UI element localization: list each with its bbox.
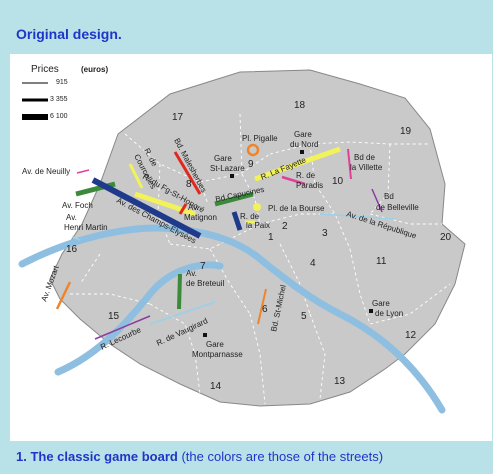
label-r-de-la-paix: R. de [240, 212, 260, 221]
arrondissement-label: 3 [322, 228, 328, 239]
arrondissement-label: 1 [268, 232, 274, 243]
label-gare-st-lazare: St-Lazare [210, 164, 245, 173]
label-gare-nord: Gare [294, 130, 312, 139]
label-av-foch: Av. Foch [62, 201, 93, 210]
arrondissement-label: 8 [186, 179, 192, 190]
legend-value-915: 915 [56, 79, 68, 86]
map-panel: 1 2 3 4 5 6 7 8 9 10 11 12 13 14 15 16 1… [10, 54, 492, 441]
label-gare-st-lazare: Gare [214, 154, 232, 163]
label-av-henri-martin: Av. [66, 213, 77, 222]
arrondissement-label: 18 [294, 100, 306, 111]
street-av-neuilly[interactable] [76, 169, 90, 174]
arrondissement-label: 2 [282, 221, 288, 232]
arrondissement-label: 17 [172, 112, 184, 123]
street-av-breteuil[interactable] [177, 273, 182, 310]
caption-bold: 1. The classic game board [16, 449, 178, 464]
street-bd-st-michel[interactable] [257, 288, 267, 325]
legend-value-6100: 6 100 [50, 113, 68, 120]
arrondissement-label: 14 [210, 381, 222, 392]
street-r-courcelles[interactable] [128, 163, 144, 189]
legend-value-3355: 3 355 [50, 96, 68, 103]
label-gare-lyon: Gare [372, 299, 390, 308]
pl-pigalle-marker[interactable] [246, 143, 260, 157]
street-r-la-fayette[interactable] [254, 146, 341, 182]
label-gare-lyon: de Lyon [375, 309, 403, 318]
street-bd-belleville[interactable] [371, 188, 383, 213]
gare-montparnasse-marker[interactable] [203, 333, 207, 337]
arrondissement-label: 16 [66, 244, 78, 255]
caption-rest: (the colors are those of the streets) [177, 449, 384, 464]
arrondissement-label: 9 [248, 159, 254, 170]
arrondissement-label: 20 [440, 232, 452, 243]
arrondissement-label: 11 [376, 256, 387, 267]
label-av-breteuil: de Breteuil [186, 279, 224, 288]
label-pl-pigalle: Pl. Pigalle [242, 134, 278, 143]
street-av-republique[interactable] [319, 213, 396, 220]
label-bd-belleville: de Belleville [376, 203, 419, 212]
street-av-champs-elysees[interactable] [91, 177, 202, 239]
street-bd-capucines[interactable] [214, 191, 254, 207]
page-title: Original design. [16, 26, 122, 42]
legend-unit: (euros) [81, 65, 109, 74]
arrondissement-label: 5 [301, 311, 307, 322]
street-r-paradis[interactable] [281, 175, 306, 186]
arrondissement-label: 12 [405, 330, 417, 341]
label-av-henri-martin: Henri Martin [64, 223, 108, 232]
label-bd-belleville: Bd [384, 192, 394, 201]
label-bd-villette: la Villette [350, 163, 383, 172]
label-pl-bourse: Pl. de la Bourse [268, 204, 325, 213]
label-av-matignon: Av. [188, 203, 199, 212]
label-av-neuilly: Av. de Neuilly [22, 167, 70, 176]
street-av-henri-martin[interactable] [71, 236, 81, 241]
street-bd-villette[interactable] [347, 148, 352, 180]
label-bd-villette: Bd de [354, 153, 375, 162]
label-av-breteuil: Av. [186, 269, 197, 278]
street-r-lecourbe[interactable] [94, 315, 151, 340]
street-bd-malesherbes[interactable] [173, 151, 202, 195]
label-gare-montparnasse: Montparnasse [192, 350, 243, 359]
street-r-vaugirard[interactable] [149, 301, 216, 325]
figure-caption: 1. The classic game board (the colors ar… [16, 449, 383, 464]
arrondissement-label: 6 [262, 304, 268, 315]
pl-bourse-marker [253, 203, 261, 211]
streets [55, 146, 396, 340]
label-r-de-la-paix: la Paix [246, 221, 270, 230]
arrondissement-label: 4 [310, 258, 316, 269]
gare-st-lazare-marker[interactable] [230, 174, 234, 178]
label-r-paradis: R. de [296, 171, 316, 180]
gare-nord-marker[interactable] [300, 150, 304, 154]
label-av-matignon: Matignon [184, 213, 217, 222]
arrondissement-label: 15 [108, 311, 120, 322]
arrondissement-label: 19 [400, 126, 412, 137]
arrondissement-label: 13 [334, 376, 346, 387]
arrondissement-label: 7 [200, 261, 206, 272]
arrondissement-label: 10 [332, 176, 344, 187]
label-r-paradis: Paradis [296, 181, 323, 190]
street-r-de-la-paix[interactable] [231, 211, 243, 231]
seine-river [18, 224, 446, 414]
street-av-mozart[interactable] [55, 281, 72, 310]
gare-lyon-marker[interactable] [369, 309, 373, 313]
district-boundaries [70, 113, 451, 405]
seine-branch [54, 261, 224, 376]
paris-map: 1 2 3 4 5 6 7 8 9 10 11 12 13 14 15 16 1… [18, 69, 466, 414]
legend-title: Prices [31, 64, 59, 75]
label-gare-nord: du Nord [290, 140, 318, 149]
street-r-fg-st-honore[interactable] [134, 191, 196, 217]
label-gare-montparnasse: Gare [206, 340, 224, 349]
street-av-matignon[interactable] [178, 203, 188, 215]
